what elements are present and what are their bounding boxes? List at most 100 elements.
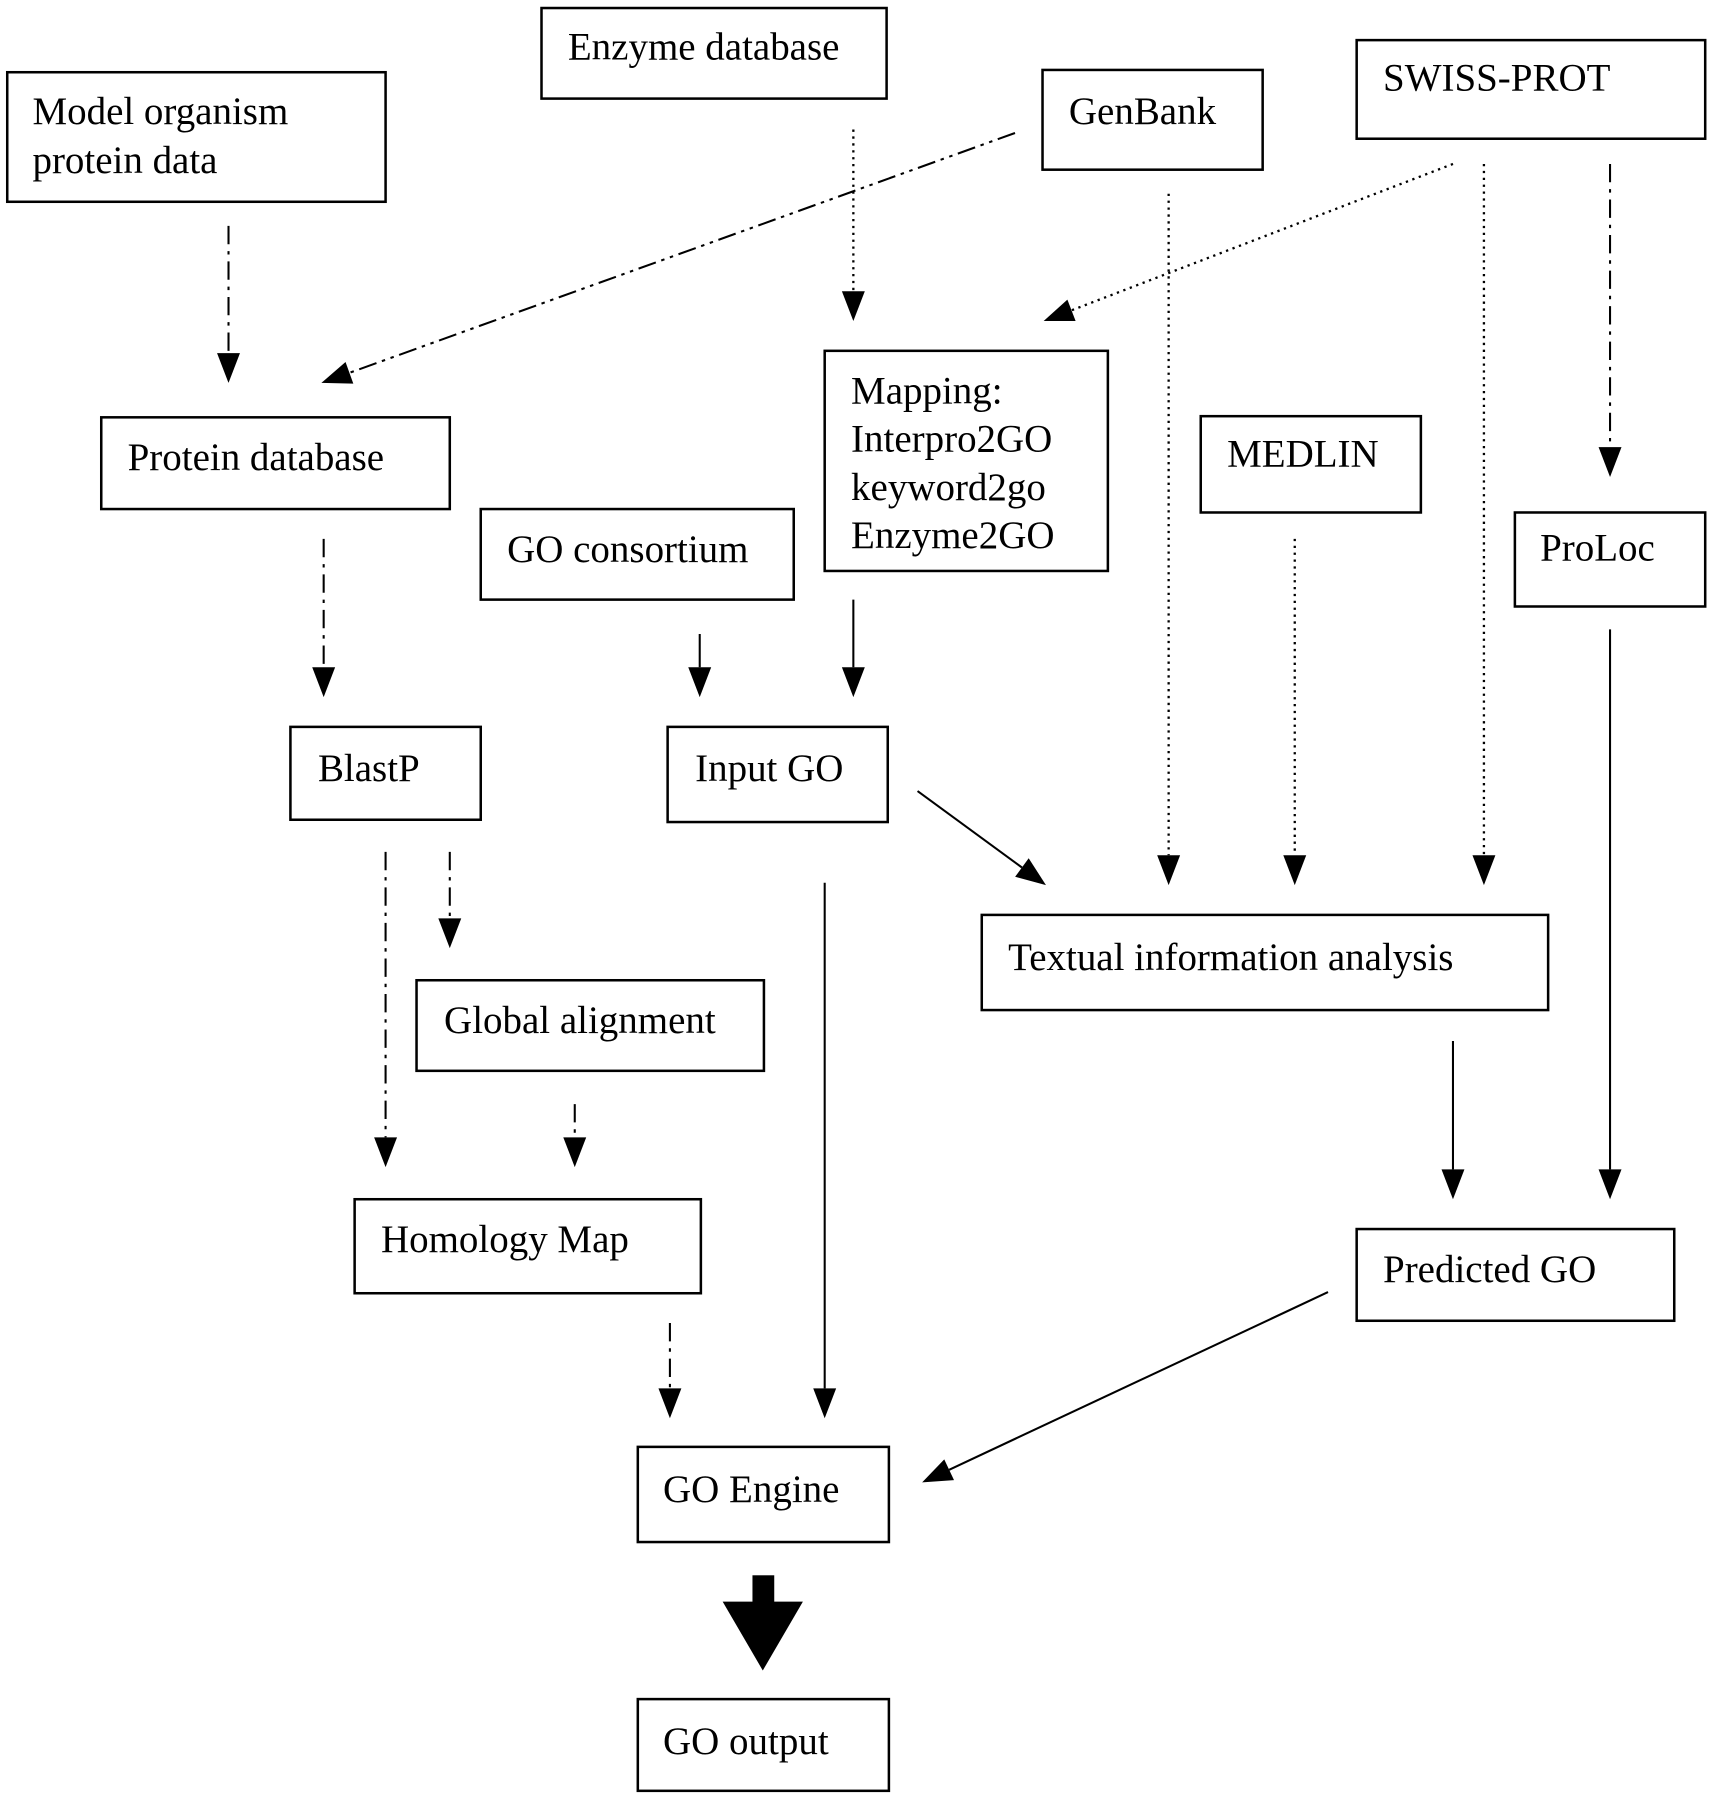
arrowhead-icon [841,291,865,322]
node-model-organism: Model organism protein data [5,70,387,204]
node-label: protein data [32,139,217,182]
node-label: SWISS-PROT [1383,57,1611,100]
edge-protein-db-to-blastp [312,538,336,698]
edge-model-organism-to-protein-db [217,225,240,383]
arrowhead-icon [321,362,354,384]
edge-swissprot-to-textual [1472,163,1496,886]
arrowhead-icon [1441,1169,1465,1200]
node-box [540,6,888,100]
node-blastp: BlastP [289,725,483,822]
node-box [479,507,795,601]
arrowhead-icon [1598,1169,1622,1200]
node-label: BlastP [318,747,420,790]
node-label: Model organism [32,90,288,133]
node-predicted-go: Predicted GO [1355,1227,1676,1323]
node-box [980,913,1550,1012]
arrowhead-icon [217,353,240,383]
edge-go-engine-to-go-output [722,1575,803,1671]
node-enzyme-db: Enzyme database [540,6,888,100]
arrowhead-icon [841,667,865,698]
node-box [1355,1227,1676,1323]
node-genbank: GenBank [1041,68,1264,171]
node-box [289,725,483,822]
node-label: Interpro2GO [851,418,1052,461]
bold-arrow-stem [752,1575,775,1604]
node-go-engine: GO Engine [636,1445,891,1544]
node-box [666,725,890,824]
edge-homology-map-to-go-engine [658,1323,682,1419]
node-medlin: MEDLIN [1199,414,1423,514]
bold-arrow-head-icon [722,1601,803,1671]
node-box [1199,414,1423,514]
edge-genbank-to-protein-db [321,132,1016,384]
node-label: Protein database [128,436,384,479]
edge-genbank-to-textual [1157,193,1181,886]
node-label: ProLoc [1540,527,1655,570]
edge-line [349,132,1016,374]
node-label: GO output [663,1720,829,1763]
node-box [99,416,452,511]
node-proloc: ProLoc [1513,511,1707,608]
node-box [415,978,766,1073]
node-box [823,349,1110,573]
node-label: Mapping: [851,370,1003,413]
node-label: Homology Map [381,1218,629,1261]
node-box [353,1197,703,1295]
edge-blastp-to-homology-map [374,851,398,1168]
arrowhead-icon [1283,855,1307,886]
edge-line [1071,162,1454,312]
arrowhead-icon [1157,855,1181,886]
arrowhead-icon [1472,855,1496,886]
node-label: Input GO [695,747,843,790]
arrowhead-icon [1598,447,1622,477]
node-label: GO consortium [507,528,748,571]
node-box [636,1445,891,1544]
node-go-consortium: GO consortium [479,507,795,601]
arrowhead-icon [374,1137,398,1168]
edge-blastp-to-global-alignment [438,851,462,949]
arrowhead-icon [813,1388,837,1419]
edge-proloc-to-predicted-go [1598,629,1622,1200]
node-label: MEDLIN [1227,433,1379,476]
arrowhead-icon [563,1137,587,1168]
node-global-alignment: Global alignment [415,978,766,1073]
edge-textual-to-predicted-go [1441,1041,1465,1200]
node-input-go: Input GO [666,725,890,824]
arrowhead-icon [438,918,462,949]
arrowhead-icon [658,1388,682,1419]
node-go-output: GO output [636,1697,891,1793]
arrowhead-icon [1015,858,1046,886]
node-label: keyword2go [851,466,1046,509]
node-box [1355,38,1707,140]
node-label: Enzyme2GO [851,514,1054,557]
node-box [5,70,387,204]
arrowhead-icon [312,667,336,698]
node-homology-map: Homology Map [353,1197,703,1295]
node-label: GenBank [1069,90,1217,133]
edge-mapping-to-input-go [841,599,865,698]
node-label: Enzyme database [568,26,840,69]
node-label: Global alignment [444,999,716,1042]
node-box [1513,511,1707,608]
edge-global-alignment-to-homology-map [563,1104,587,1168]
edge-predicted-go-to-go-engine [922,1291,1329,1483]
arrowhead-icon [922,1459,954,1483]
edge-line [948,1291,1329,1471]
edge-swissprot-to-proloc [1598,163,1622,477]
node-textual: Textual information analysis [980,913,1550,1012]
node-swissprot: SWISS-PROT [1355,38,1707,140]
node-label: GO Engine [663,1468,839,1511]
arrowhead-icon [1043,299,1076,322]
edge-input-go-to-go-engine [813,882,837,1419]
node-box [636,1697,891,1793]
edge-go-consortium-to-input-go [688,634,712,698]
edge-swissprot-to-mapping [1043,162,1454,322]
edge-input-go-to-textual [916,790,1046,886]
edge-medlin-to-textual [1283,538,1307,886]
node-protein-db: Protein database [99,416,452,511]
node-label: Textual information analysis [1008,936,1453,979]
node-label: Predicted GO [1383,1248,1596,1291]
edge-enzyme-db-to-mapping [841,129,865,322]
